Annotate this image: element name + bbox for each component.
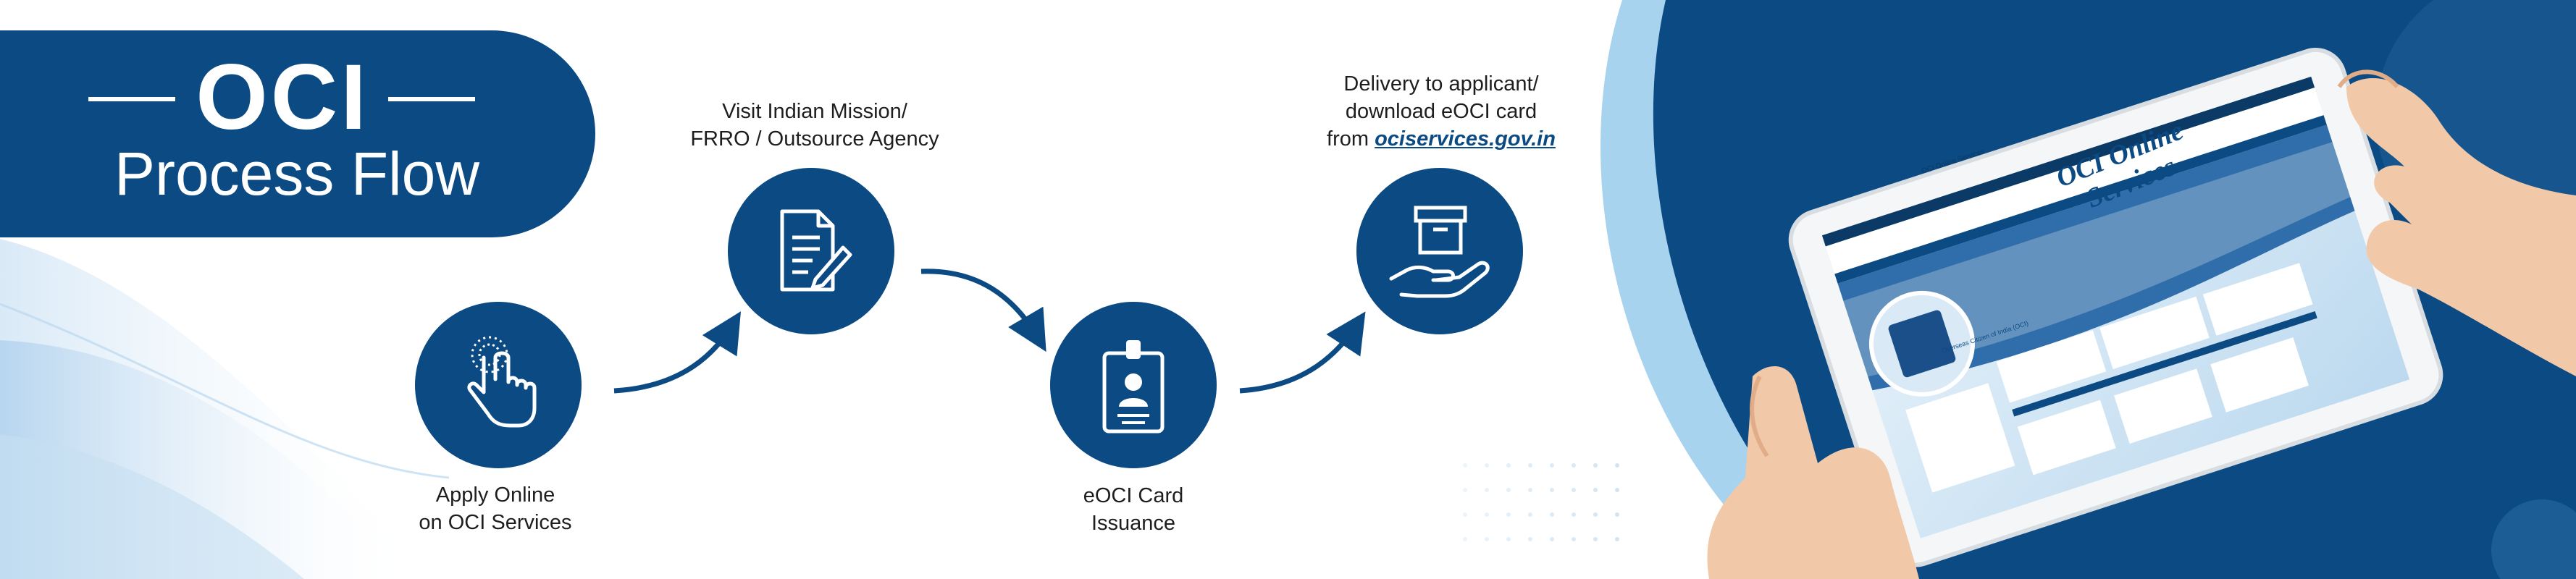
grid-dot [1593,537,1598,541]
grid-dot [1615,537,1619,541]
grid-dot [1572,512,1576,517]
grid-dot [1485,537,1489,541]
document-pen-icon [780,209,852,292]
arrow-3 [1239,311,1366,394]
grid-dot [1506,537,1511,541]
step-visit-mission-label: Visit Indian Mission/ FRRO / Outsource A… [626,98,1003,153]
title-main: OCI [196,46,369,149]
grid-dot [1615,488,1619,492]
grid-dot [1593,512,1598,517]
grid-dot [1528,488,1532,492]
arrow-2 [920,269,1046,352]
step-line: from ociservices.gov.in [1253,125,1629,153]
tablet-illustration [1600,0,2576,579]
grid-dot [1528,463,1532,468]
grid-dot [1463,488,1467,492]
id-card-icon [1102,340,1165,434]
ociservices-link[interactable]: ociservices.gov.in [1375,127,1556,151]
grid-dot [1528,512,1532,517]
arrow-1 [613,311,742,394]
grid-dot [1506,488,1511,492]
grid-dot [1485,488,1489,492]
grid-dot [1528,537,1532,541]
step-line: download eOCI card [1345,100,1537,123]
grid-dot [1572,488,1576,492]
grid-dot [1463,463,1467,468]
grid-dot [1572,463,1576,468]
step-delivery [1356,168,1523,334]
grid-dot [1550,537,1554,541]
grid-dot [1615,463,1619,468]
title-dash-left [88,97,175,101]
grid-dot [1593,488,1598,492]
step-line: Visit Indian Mission/ [722,100,907,123]
grid-dot [1506,463,1511,468]
step-apply-online-label: Apply Online on OCI Services [307,481,684,536]
grid-dot [1463,537,1467,541]
grid-dot [1572,537,1576,541]
title-dash-right [388,97,475,101]
grid-dot [1485,463,1489,468]
step-delivery-label: Delivery to applicant/ download eOCI car… [1253,70,1629,153]
link-prefix: from [1327,127,1375,151]
step-line: Delivery to applicant/ [1343,72,1539,96]
grid-dot [1506,512,1511,517]
step-visit-mission [728,168,894,334]
grid-dot [1550,488,1554,492]
step-line: eOCI Card [1083,484,1184,507]
dot-grid-decoration [1463,463,1637,550]
step-eoci-issuance [1050,302,1217,468]
step-line: Issuance [1091,512,1176,535]
grid-dot [1550,512,1554,517]
grid-dot [1550,463,1554,468]
hand-pointer-icon [467,336,537,428]
step-apply-online [415,302,582,468]
title-subtitle: Process Flow [114,140,480,208]
title-banner [0,30,595,237]
step-eoci-issuance-label: eOCI Card Issuance [945,482,1322,537]
step-line: FRRO / Outsource Agency [690,127,939,151]
grid-dot [1593,463,1598,468]
box-hand-icon [1389,206,1490,298]
grid-dot [1485,512,1489,517]
step-line: Apply Online [435,483,555,507]
step-line: on OCI Services [419,511,572,534]
grid-dot [1615,512,1619,517]
grid-dot [1463,512,1467,517]
